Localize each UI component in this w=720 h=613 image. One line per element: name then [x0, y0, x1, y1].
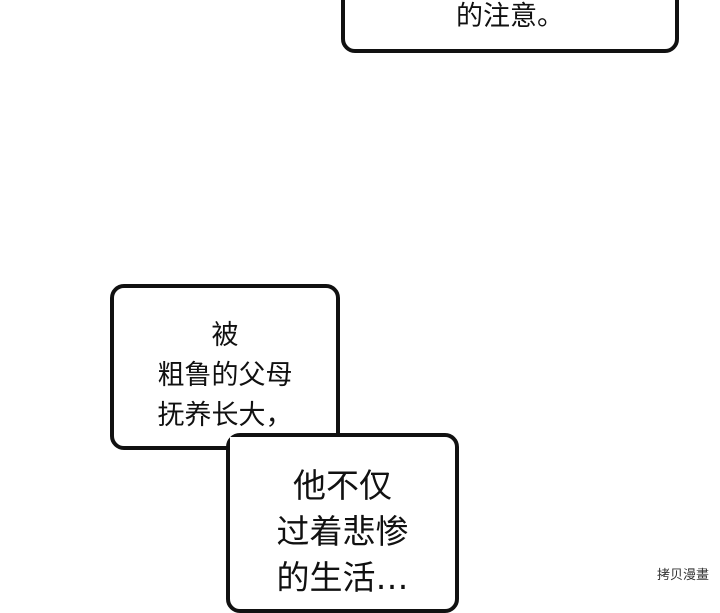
bubble-top-text: 的注意。: [456, 1, 564, 32]
speech-bubble-left: 被 粗鲁的父母 抚养长大，: [110, 284, 340, 450]
watermark: 拷贝漫畫: [653, 563, 712, 584]
comic-panel: 的注意。 被 粗鲁的父母 抚养长大， 他不仅 过着悲惨 的生活… 拷贝漫畫: [110, 0, 712, 613]
speech-bubble-right: 他不仅 过着悲惨 的生活…: [226, 433, 459, 613]
bubble-left-line-3: 抚养长大，: [157, 400, 293, 431]
bubble-right-line-3: 的生活…: [276, 558, 409, 597]
speech-bubble-top: 的注意。: [341, 0, 679, 53]
bubble-left-line-1: 被: [211, 320, 239, 351]
bubble-join: [230, 437, 336, 451]
bubble-left-line-2: 粗鲁的父母: [157, 360, 293, 391]
bubble-right-line-2: 过着悲惨: [276, 512, 409, 551]
bubble-right-line-1: 他不仅: [293, 466, 392, 505]
